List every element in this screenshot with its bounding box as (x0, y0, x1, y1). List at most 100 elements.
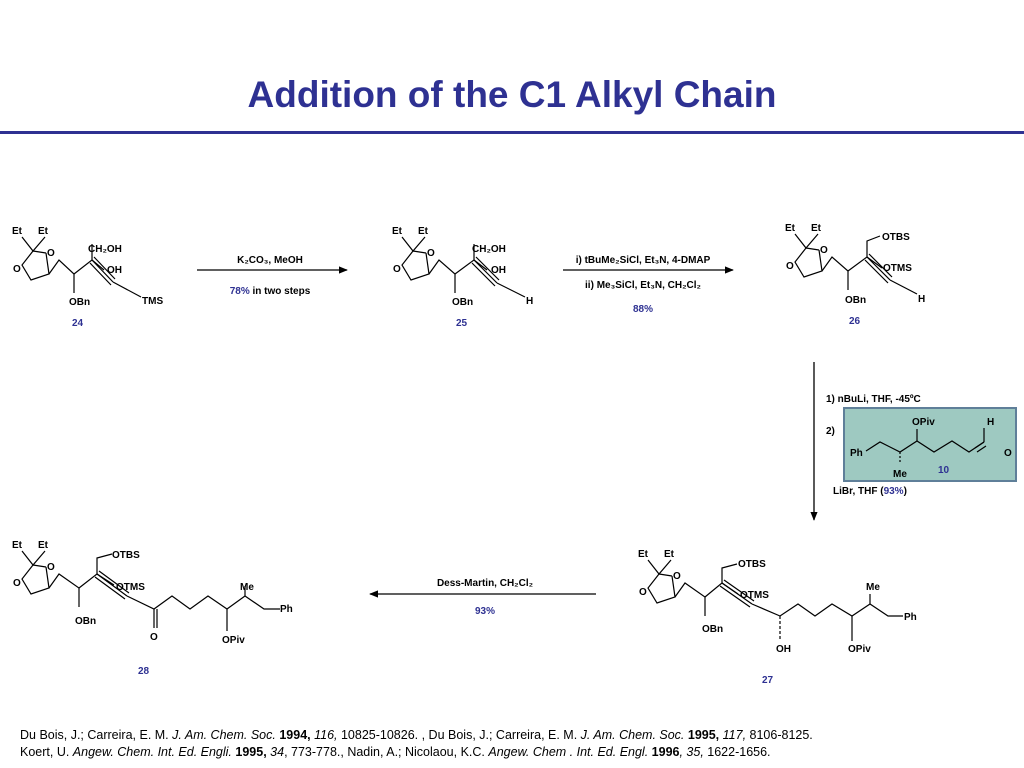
c25-et-right: Et (418, 226, 429, 237)
c10-h: H (987, 417, 994, 428)
c28-otbs: OTBS (112, 550, 140, 561)
c27-ring-o-top: O (673, 571, 681, 582)
c25-label: 25 (456, 318, 468, 329)
c10-label: 10 (938, 465, 950, 476)
c26-ring-o-top: O (820, 245, 828, 256)
r2-step2: ii) Me₃SiCl, Et₃N, CH₂Cl₂ (585, 280, 701, 291)
c24-oh: OH (107, 265, 122, 276)
c26-et-left: Et (785, 223, 796, 234)
c24-ch2oh: CH₂OH (88, 244, 122, 255)
c28-otms: OTMS (116, 582, 145, 593)
r3-step3-prefix: LiBr, THF ( (833, 486, 884, 497)
c28-ph: Ph (280, 604, 293, 615)
c28-opiv: OPiv (222, 635, 245, 646)
compound-24 (21, 236, 142, 298)
c26-et-right: Et (811, 223, 822, 234)
c26-label: 26 (849, 316, 861, 327)
ref1-volume: 116, (310, 728, 338, 742)
c28-ring-o-top: O (47, 562, 55, 573)
c27-et-right: Et (664, 549, 675, 560)
c26-ring-o-left: O (786, 261, 794, 272)
ref4-volume: , 35, (679, 745, 704, 759)
c10-opiv: OPiv (912, 417, 935, 428)
c27-obn: OBn (702, 624, 723, 635)
r3-step1: 1) nBuLi, THF, -45ºC (826, 394, 921, 405)
references-line-2: Koert, U. Angew. Chem. Int. Ed. Engli. 1… (20, 744, 1010, 761)
c10-ph: Ph (850, 448, 863, 459)
r3-step3-line: LiBr, THF (93%) (833, 486, 907, 497)
c27-oh: OH (776, 644, 791, 655)
c28-obn: OBn (75, 616, 96, 627)
c28-et-right: Et (38, 540, 49, 551)
c25-oh: OH (491, 265, 506, 276)
c24-label: 24 (72, 318, 84, 329)
r2-yield: 88% (633, 304, 653, 315)
r4-yield: 93% (475, 606, 495, 617)
ref4-authors: Nadin, A.; Nicolaou, K.C. (347, 745, 489, 759)
compound-28 (21, 550, 280, 631)
title-divider (0, 131, 1024, 134)
r1-yield: 78% (230, 286, 250, 297)
c27-otbs: OTBS (738, 559, 766, 570)
c27-ph: Ph (904, 612, 917, 623)
ref2-pages: 8106-8125. (746, 728, 813, 742)
r3-step3-suffix: ) (904, 486, 907, 497)
r1-yield-line: 78% in two steps (230, 286, 311, 297)
ref2-year: 1995, (684, 728, 720, 742)
c25-et-left: Et (392, 226, 403, 237)
c25-h: H (526, 296, 533, 307)
ref3-authors: Koert, U. (20, 745, 73, 759)
c28-label: 28 (138, 666, 150, 677)
ref1-year: 1994, (275, 728, 311, 742)
c28-o: O (150, 632, 158, 643)
c26-otbs: OTBS (882, 232, 910, 243)
r3-step2: 2) (826, 426, 835, 437)
ref1-journal: J. Am. Chem. Soc. (172, 728, 276, 742)
references-line-1: Du Bois, J.; Carreira, E. M. J. Am. Chem… (20, 727, 1010, 744)
r3-yield: 93% (884, 486, 904, 497)
compound-25 (401, 236, 526, 298)
c28-ring-o-left: O (13, 578, 21, 589)
c10-o: O (1004, 448, 1012, 459)
ref3-pages: , 773-778., (284, 745, 348, 759)
ref3-journal: Angew. Chem. Int. Ed. Engli. (72, 745, 232, 759)
ref3-volume: 34 (266, 745, 285, 759)
r1-reagents: K₂CO₃, MeOH (237, 255, 303, 266)
c27-otms: OTMS (740, 590, 769, 601)
c24-ring-o-left: O (13, 264, 21, 275)
r4-reagents: Dess-Martin, CH₂Cl₂ (437, 578, 533, 589)
c27-et-left: Et (638, 549, 649, 560)
c27-opiv: OPiv (848, 644, 871, 655)
c24-et-left: Et (12, 226, 23, 237)
ref1-authors: Du Bois, J.; Carreira, E. M. (20, 728, 173, 742)
ref2-journal: J. Am. Chem. Soc. (580, 728, 685, 742)
r2-step1: i) tBuMe₂SiCl, Et₃N, 4-DMAP (576, 255, 711, 266)
compound-27 (647, 559, 903, 641)
c25-ch2oh: CH₂OH (472, 244, 506, 255)
c28-me: Me (240, 582, 254, 593)
compound-10 (865, 428, 987, 464)
ref2-authors: Du Bois, J.; Carreira, E. M. (428, 728, 581, 742)
slide-title: Addition of the C1 Alkyl Chain (247, 74, 777, 115)
c25-ring-o-left: O (393, 264, 401, 275)
c24-tms: TMS (142, 296, 163, 307)
ref1-pages: 10825-10826. , (337, 728, 429, 742)
r1-yield-note: in two steps (250, 286, 311, 297)
ref2-volume: 117, (719, 728, 747, 742)
ref3-year: 1995, (231, 745, 267, 759)
c28-et-left: Et (12, 540, 23, 551)
c26-obn: OBn (845, 295, 866, 306)
compound-26 (794, 233, 918, 295)
c26-h: H (918, 294, 925, 305)
c25-obn: OBn (452, 297, 473, 308)
c26-otms: OTMS (883, 263, 912, 274)
ref4-journal: Angew. Chem . Int. Ed. Engl. (488, 745, 649, 759)
ref4-pages: 1622-1656. (703, 745, 771, 759)
c27-ring-o-left: O (639, 587, 647, 598)
aldehyde-10-inset (843, 407, 1017, 482)
c27-label: 27 (762, 675, 774, 686)
c24-et-right: Et (38, 226, 49, 237)
c27-me: Me (866, 582, 880, 593)
ref4-year: 1996 (648, 745, 680, 759)
